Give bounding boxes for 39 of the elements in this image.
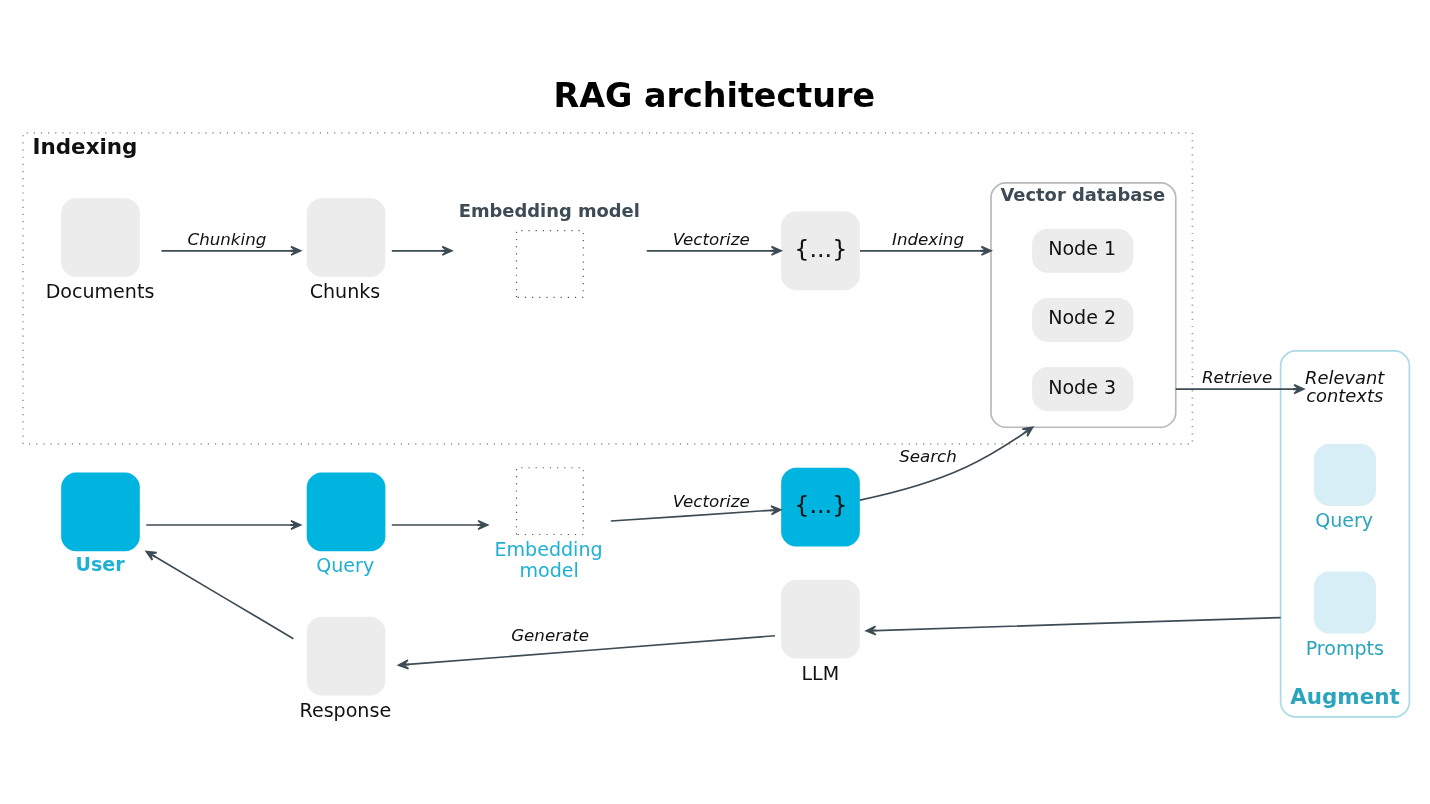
arrow (397, 634, 776, 670)
arrow (1174, 383, 1305, 394)
node-box (61, 472, 140, 551)
node-label: LLM (801, 661, 840, 684)
edge-label: Indexing (892, 229, 965, 249)
edge-label: Chunking (187, 229, 267, 249)
arrow (645, 245, 782, 256)
node-label: Documents (45, 279, 155, 302)
arrow (610, 504, 782, 522)
node-label: Query (316, 553, 375, 576)
diagram-title: RAG architecture (553, 75, 876, 115)
node-label: Query (1315, 508, 1374, 531)
node-box: {...} (781, 210, 860, 290)
edge-label: Generate (511, 625, 590, 645)
node-box (306, 472, 386, 551)
node-label: Prompts (1305, 636, 1384, 659)
node-label: Embedding model (458, 199, 640, 221)
edge-label: Vectorize (672, 229, 750, 249)
edge-label: Vectorize (672, 491, 750, 511)
edge-label: Retrieve (1201, 367, 1273, 387)
node-box (1314, 443, 1376, 506)
node-box (515, 466, 584, 535)
arrow (859, 245, 992, 256)
arrow (145, 550, 295, 639)
arrow (865, 616, 1282, 636)
arrow (145, 519, 302, 530)
arrow (859, 425, 1034, 501)
node-box (1314, 571, 1376, 633)
node-label: User (75, 552, 125, 575)
node-label: Chunks (309, 279, 381, 302)
arrow (160, 245, 302, 256)
node-label: Response (299, 698, 392, 721)
node-box: {...} (781, 467, 860, 546)
node-box (515, 229, 584, 298)
node-label: Embedding model (494, 537, 603, 581)
node-text: Relevant contexts (1305, 366, 1385, 406)
edge-label: Search (899, 446, 957, 466)
arrow (391, 519, 489, 530)
arrow (391, 245, 453, 256)
